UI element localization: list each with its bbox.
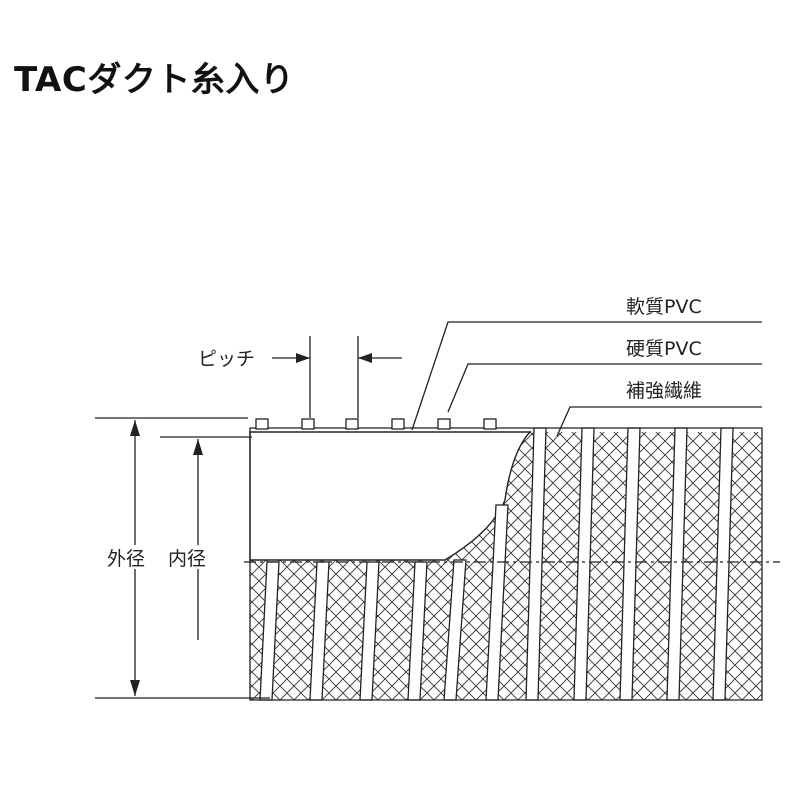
rib-cap [437,418,451,430]
inner-wall-cutaway [249,431,532,561]
pitch-dimension [272,336,402,418]
pitch-label: ピッチ [198,348,255,370]
hose-body [249,418,763,701]
rib-caps-top [255,418,497,430]
page-title: TACダクト糸入り [14,60,295,100]
rib-cap [391,418,405,430]
rib-cap [345,418,359,430]
callout-leaders [411,321,762,437]
inner-diameter-label: 内径 [168,548,206,570]
rib-cap [301,418,315,430]
rib-cap [255,418,269,430]
hard-pvc-label: 硬質PVC [626,338,702,360]
rib-cap [483,418,497,430]
outer-diameter-label: 外径 [107,548,145,570]
reinforcing-fiber-label: 補強繊維 [626,380,702,402]
soft-pvc-label: 軟質PVC [626,296,702,318]
hose-outline [249,427,763,701]
